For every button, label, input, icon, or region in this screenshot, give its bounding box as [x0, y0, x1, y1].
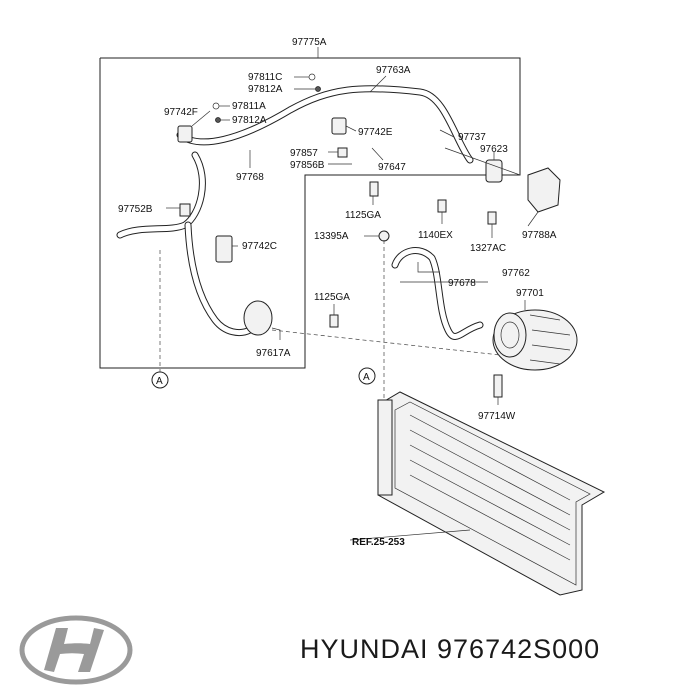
- label-97788A: 97788A: [522, 230, 557, 241]
- part-number-caption: HYUNDAI 976742S000: [300, 634, 601, 664]
- label-1140EX: 1140EX: [418, 230, 453, 241]
- bolt-1125GA-bot: [329, 314, 339, 328]
- oring-97812A-mid: [215, 117, 221, 123]
- oring-97811A: [212, 102, 220, 110]
- condenser: [377, 391, 606, 596]
- label-97714W: 97714W: [478, 411, 516, 422]
- label-97737: 97737: [458, 132, 486, 143]
- label-97701: 97701: [516, 288, 544, 299]
- label-97812A-top: 97812A: [248, 84, 283, 95]
- bolt-1327AC: [487, 211, 497, 225]
- marker-a-left: A: [151, 371, 169, 389]
- label-ref: REF.25-253: [352, 537, 405, 548]
- bolt-97857: [337, 147, 348, 158]
- refrigerant-pipes: [116, 85, 484, 340]
- oring-97812A-top: [315, 86, 321, 92]
- leader-lines: [166, 75, 539, 541]
- nut-13395A: [378, 230, 390, 242]
- label-1327AC: 1327AC: [470, 243, 506, 254]
- bracket-97742F: [177, 125, 193, 143]
- parts: [177, 73, 606, 596]
- label-97811A: 97811A: [232, 101, 266, 112]
- label-97763A: 97763A: [376, 65, 411, 76]
- label-13395A: 13395A: [314, 231, 349, 242]
- bracket-97742C: [215, 235, 233, 263]
- label-97762: 97762: [502, 268, 530, 279]
- sensor-97788A: [527, 167, 561, 213]
- bolt-1125GA-top: [369, 181, 379, 197]
- label-97856B: 97856B: [290, 160, 325, 171]
- parts-diagram: A A 97775A 97811C 97812A 97763A 97742F 9…: [99, 37, 606, 596]
- label-97617A: 97617A: [256, 348, 291, 359]
- label-97857: 97857: [290, 148, 318, 159]
- marker-a-left-text: A: [156, 376, 163, 387]
- compressor-97701: [492, 309, 578, 371]
- label-1125GA-top: 1125GA: [345, 210, 381, 221]
- reference-lines: [159, 240, 501, 398]
- label-97752B: 97752B: [118, 204, 153, 215]
- callout-frame: [99, 47, 521, 369]
- marker-a-right-text: A: [363, 372, 370, 383]
- hyundai-logo: [19, 615, 133, 685]
- marker-a-right: A: [358, 367, 376, 385]
- part-labels: 97775A 97811C 97812A 97763A 97742F 97811…: [118, 37, 557, 548]
- label-97811C: 97811C: [248, 72, 282, 83]
- label-97742C: 97742C: [242, 241, 277, 252]
- clip-97752B: [179, 203, 191, 217]
- label-97742F: 97742F: [164, 107, 198, 118]
- label-97742E: 97742E: [358, 127, 393, 138]
- label-97623: 97623: [480, 144, 508, 155]
- label-97678: 97678: [448, 278, 476, 289]
- oring-97811C: [308, 73, 316, 81]
- bolt-1140EX: [437, 199, 447, 213]
- muffler-97617A: [243, 300, 273, 336]
- bracket-97742E: [331, 117, 347, 135]
- label-1125GA-bot: 1125GA: [314, 292, 350, 303]
- label-97647: 97647: [378, 162, 406, 173]
- label-97768: 97768: [236, 172, 264, 183]
- label-97812A-mid: 97812A: [232, 115, 267, 126]
- label-97775A: 97775A: [292, 37, 327, 48]
- bolt-97714W: [493, 374, 503, 398]
